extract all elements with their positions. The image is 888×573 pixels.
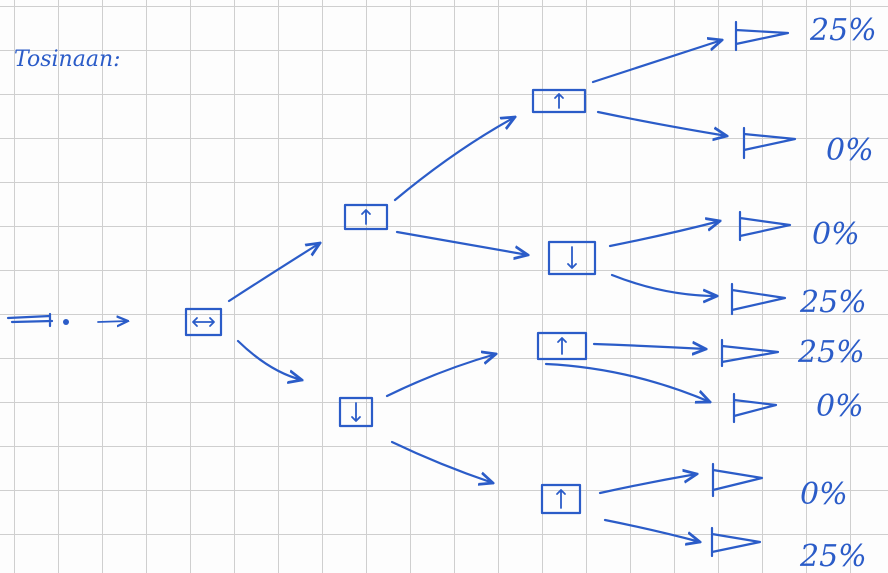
level2-state-box-2 [547,240,597,276]
start-arrow [97,321,128,322]
leaf-arrow [544,362,710,402]
diagram-title: Tosinaan: [14,47,121,72]
outcome-percentage: 25% [799,539,867,573]
branch-arrow [236,339,302,380]
outcome-percentage: 0% [826,133,874,168]
branch-arrow [393,117,515,202]
outcome-percentage: 25% [797,335,865,370]
outcome-percentage: 25% [799,285,867,320]
leaf-flag-icon [730,282,787,316]
leaf-flag-icon [732,392,778,424]
arrow-down-icon [351,402,361,422]
leaf-arrow [592,344,706,349]
arrow-down-icon [567,246,577,269]
branch-arrow [385,354,496,398]
outcome-percentage: 25% [809,13,877,48]
leaf-flag-icon [734,20,790,52]
leaf-arrow [608,221,720,248]
arrow-up-icon [557,337,567,355]
outcome-percentage: 0% [816,389,864,424]
leaf-arrow [596,110,727,136]
leaf-flag-icon [738,210,792,242]
leaf-arrow [591,40,722,84]
level2-state-box-3 [536,331,588,361]
leaf-arrow [610,273,717,296]
level2-state-box-4 [540,483,582,515]
leaf-flag-icon [711,462,764,498]
leaf-arrow [598,474,697,495]
level2-state-box-1 [531,88,587,114]
leaf-arrow [603,518,700,542]
leaf-flag-icon [720,338,780,368]
branch-arrow [227,243,320,303]
root-state-box [184,307,223,337]
branch-arrow [390,440,493,483]
leaf-flag-icon [710,526,762,558]
arrow-up-icon [554,93,564,109]
level1-state-box-lower [338,396,374,428]
outcome-percentage: 0% [812,217,860,252]
arrow-up-icon [361,209,371,225]
branch-arrow [395,230,528,255]
leaf-flag-icon [742,126,797,160]
arrow-up-icon [556,489,566,509]
double-arrow-icon [192,317,215,327]
outcome-percentage: 0% [800,477,848,512]
level1-state-box-upper [343,203,389,231]
start-symbol [6,312,69,328]
